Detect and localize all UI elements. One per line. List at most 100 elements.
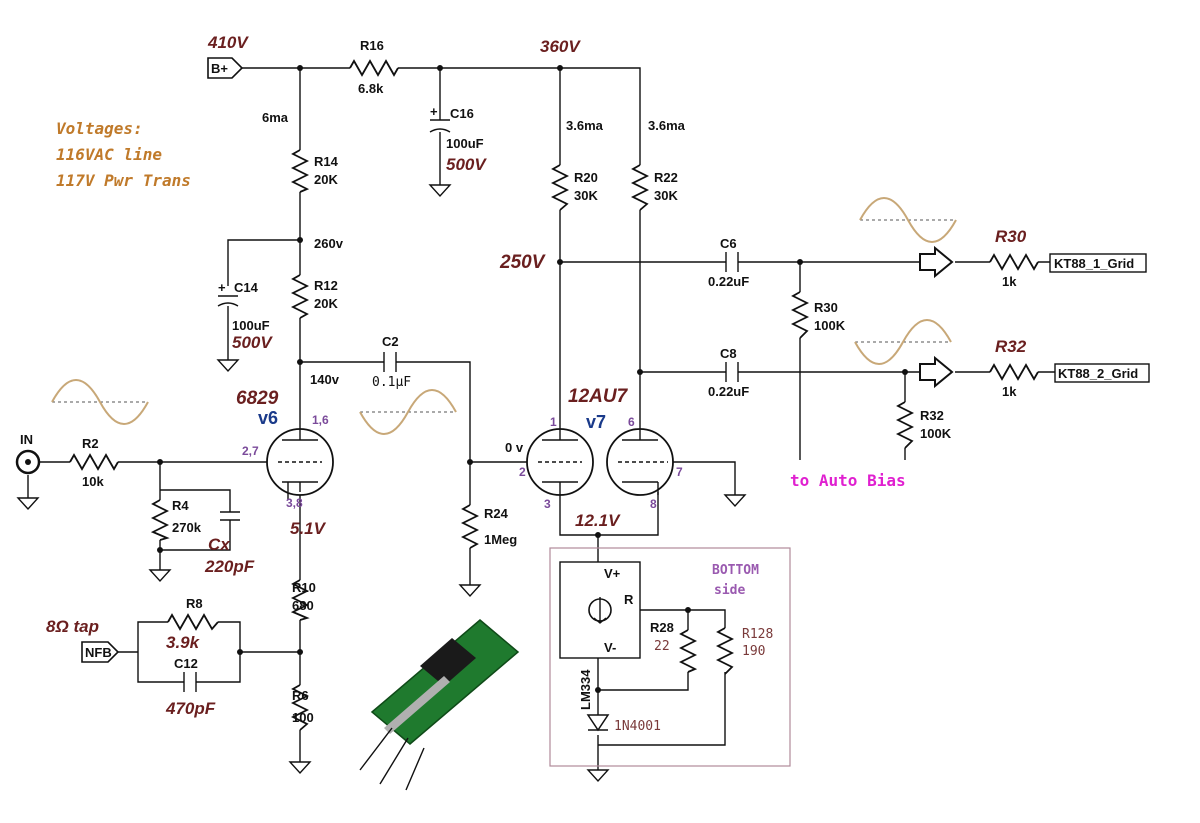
- c12-value: 470pF: [165, 699, 216, 718]
- v6-type: 6829: [236, 388, 279, 409]
- tap-label: 8Ω tap: [46, 617, 99, 636]
- tube-v7-left: [526, 420, 594, 496]
- v6-plate-pins: 1,6: [312, 413, 329, 427]
- b-plus-connector: B+: [207, 57, 244, 79]
- v7-pin1: 1: [550, 415, 557, 429]
- c14-node-voltage: 260v: [314, 236, 344, 251]
- notes-title: Voltages:: [56, 119, 143, 138]
- v6-name: v6: [258, 408, 278, 428]
- v6-current: 6ma: [262, 110, 289, 125]
- c16-value: 100uF: [446, 136, 484, 151]
- notes-line1: 116VAC line: [56, 145, 162, 164]
- b-plus-voltage: 410V: [207, 33, 249, 52]
- r2-value: 10k: [82, 474, 104, 489]
- signal-waves: [51, 197, 957, 435]
- r28-value: 22: [654, 639, 670, 654]
- out1-label: KT88_1_Grid: [1054, 256, 1134, 271]
- r6-name: R6: [292, 688, 309, 703]
- tube-v7-right: [606, 420, 674, 496]
- v7-pin7: 7: [676, 465, 683, 479]
- lm334-r-pin: R: [624, 592, 634, 607]
- v7-name: v7: [586, 412, 606, 432]
- c6-name: C6: [720, 236, 737, 251]
- r24-value: 1Meg: [484, 532, 517, 547]
- c16-name: C16: [450, 106, 474, 121]
- r28-name: R28: [650, 620, 674, 635]
- c6-value: 0.22uF: [708, 274, 749, 289]
- c14-rating: 500V: [232, 333, 273, 352]
- lm334-vplus: V+: [604, 566, 621, 581]
- r20-value: 30K: [574, 188, 598, 203]
- v7-grid-voltage: 0 v: [505, 440, 524, 455]
- notes-line2: 117V Pwr Trans: [56, 171, 191, 190]
- v7-cathode-voltage: 12.1V: [575, 511, 621, 530]
- v6-cathode-pins: 3,8: [286, 496, 303, 510]
- c14-name: C14: [234, 280, 259, 295]
- c8-name: C8: [720, 346, 737, 361]
- out-r32-name: R32: [995, 337, 1027, 356]
- r10-value: 680: [292, 598, 314, 613]
- v6-plate-voltage: 140v: [310, 372, 340, 387]
- c14-value: 100uF: [232, 318, 270, 333]
- c12-name: C12: [174, 656, 198, 671]
- r16-out-voltage: 360V: [540, 37, 581, 56]
- r8-name: R8: [186, 596, 203, 611]
- r128-name: R128: [742, 627, 773, 642]
- diode-label: 1N4001: [614, 719, 661, 734]
- r22-current: 3.6ma: [648, 118, 686, 133]
- input-label: IN: [20, 432, 33, 447]
- r4-value: 270k: [172, 520, 202, 535]
- r6-value: 100: [292, 710, 314, 725]
- v7-pin3: 3: [544, 497, 551, 511]
- lm334-board-photo: [359, 619, 520, 791]
- svg-text:+: +: [430, 104, 438, 119]
- c8-value: 0.22uF: [708, 384, 749, 399]
- tube-v6: [266, 425, 334, 496]
- v7-type: 12AU7: [568, 386, 629, 407]
- r32-name: R32: [920, 408, 944, 423]
- r14-value: 20K: [314, 172, 338, 187]
- output-2: KT88_2_Grid: [919, 355, 1150, 389]
- r32-value: 100K: [920, 426, 952, 441]
- bottom-label: BOTTOM: [712, 563, 759, 578]
- r20-current: 3.6ma: [566, 118, 604, 133]
- v6-grid-pins: 2,7: [242, 444, 259, 458]
- capacitor-symbols: + +: [183, 104, 739, 692]
- lm334-vminus: V-: [604, 640, 616, 655]
- side-label: side: [714, 583, 745, 598]
- r30-value: 100K: [814, 318, 846, 333]
- auto-bias-label: to Auto Bias: [790, 471, 906, 490]
- r14-name: R14: [314, 154, 339, 169]
- svg-text:+: +: [218, 280, 226, 295]
- r24-name: R24: [484, 506, 509, 521]
- b-plus-label: B+: [211, 61, 228, 76]
- v6-cathode-voltage: 5.1V: [290, 519, 327, 538]
- input-jack: IN: [15, 432, 41, 475]
- r12-value: 20K: [314, 296, 338, 311]
- r22-value: 30K: [654, 188, 678, 203]
- r16-value: 6.8k: [358, 81, 384, 96]
- c2-value: 0.1µF: [372, 375, 411, 390]
- r2-name: R2: [82, 436, 99, 451]
- v7-pin6: 6: [628, 415, 635, 429]
- wires: [27, 67, 1055, 770]
- cx-value: 220pF: [204, 557, 255, 576]
- nfb-label: NFB: [85, 645, 112, 660]
- v7-plate-voltage: 250V: [499, 252, 546, 273]
- r16-name: R16: [360, 38, 384, 53]
- nfb-connector: NFB: [81, 641, 120, 663]
- ground-symbols: [16, 184, 747, 783]
- out-r30-name: R30: [995, 227, 1027, 246]
- r10-name: R10: [292, 580, 316, 595]
- lm334-chip-label: LM334: [578, 669, 593, 710]
- r128-value: 190: [742, 644, 765, 659]
- junction-dots: [157, 65, 908, 693]
- c16-rating: 500V: [446, 155, 487, 174]
- r4-name: R4: [172, 498, 189, 513]
- out2-label: KT88_2_Grid: [1058, 366, 1138, 381]
- r22-name: R22: [654, 170, 678, 185]
- output-1: KT88_1_Grid: [919, 245, 1147, 279]
- resistor-symbols: [69, 59, 1039, 731]
